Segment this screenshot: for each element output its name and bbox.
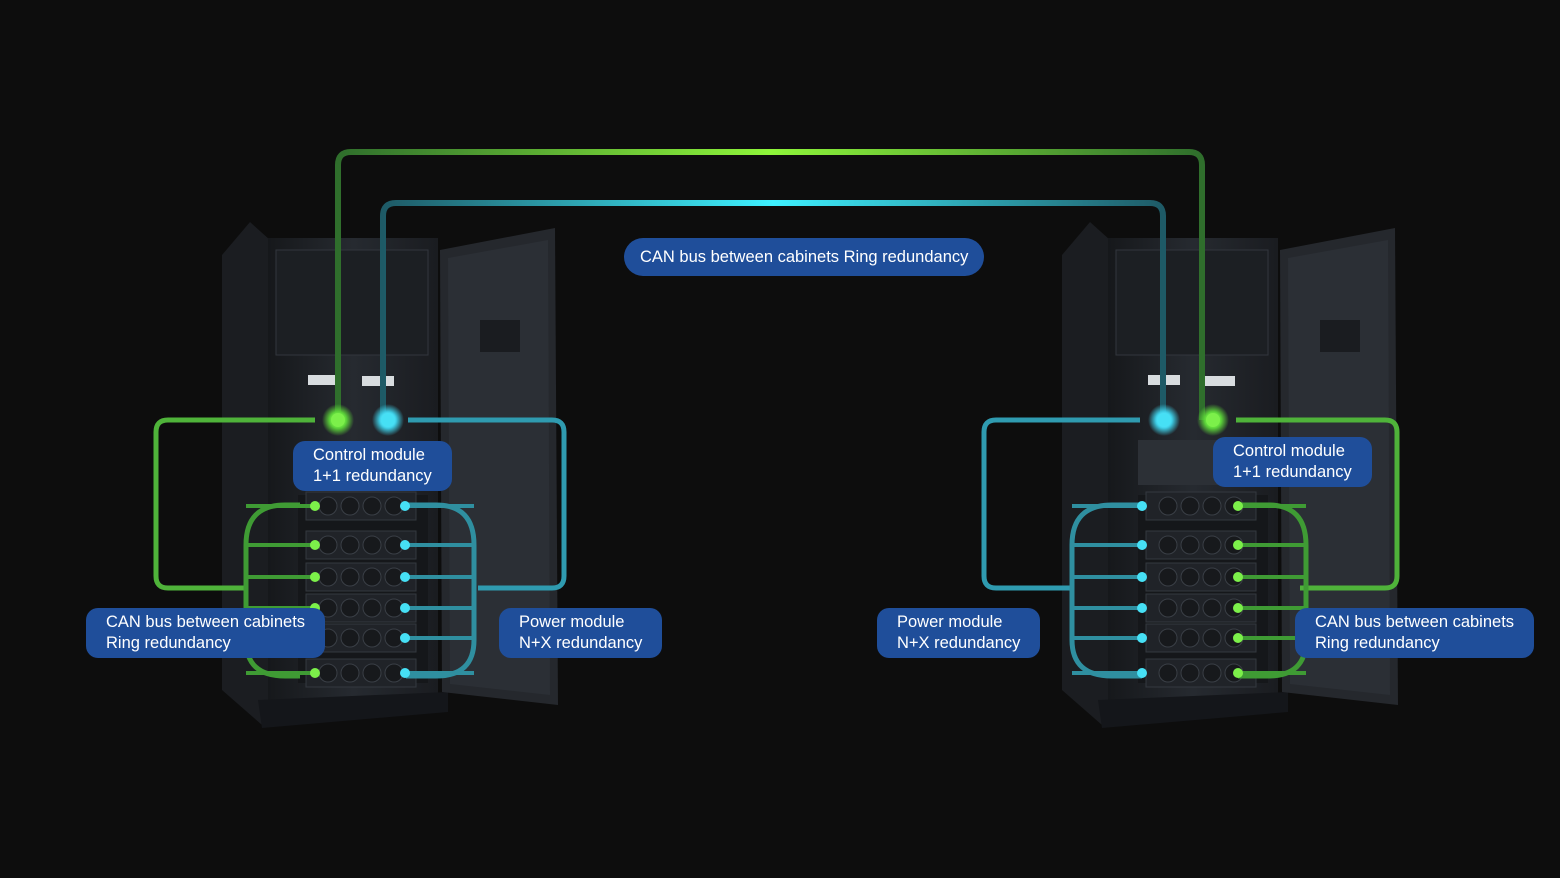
fan-icon <box>1158 663 1178 683</box>
label-left-power-line1: Power module <box>519 613 625 631</box>
fan-icon <box>1202 496 1222 516</box>
top-green-bus-line <box>335 149 1205 420</box>
label-right-control-line2: 1+1 redundancy <box>1233 463 1352 481</box>
left-cyan-module-led <box>400 603 410 613</box>
left-cyan-module-led <box>400 668 410 678</box>
label-right-power-module: Power module N+X redundancy <box>877 608 1041 658</box>
left-cyan-module-led <box>400 540 410 550</box>
right-green-module-led <box>1233 668 1243 678</box>
left-cyan-module-led <box>400 501 410 511</box>
fan-icon <box>1158 535 1178 555</box>
fan-icon <box>1202 663 1222 683</box>
label-top-can-bus: CAN bus between cabinets Ring redundancy <box>624 238 985 276</box>
fan-icon <box>340 628 360 648</box>
label-right-can-bus: CAN bus between cabinets Ring redundancy <box>1295 608 1535 658</box>
label-left-can-line2: Ring redundancy <box>106 634 231 652</box>
right-green-module-led <box>1233 633 1243 643</box>
right-cyan-module-led <box>1137 540 1147 550</box>
right-cyan-module-led <box>1137 572 1147 582</box>
fan-icon <box>362 567 382 587</box>
fan-icon <box>1202 598 1222 618</box>
label-right-control-line1: Control module <box>1233 442 1345 460</box>
left-cyan-power-loop <box>408 417 567 591</box>
fan-icon <box>1180 628 1200 648</box>
label-left-control-line1: Control module <box>313 446 425 464</box>
right-green-module-led <box>1233 540 1243 550</box>
fan-icon <box>1180 496 1200 516</box>
fan-icon <box>362 663 382 683</box>
left-cyan-module-led <box>400 572 410 582</box>
label-left-power-line2: N+X redundancy <box>519 634 643 652</box>
left-green-module-led <box>310 572 320 582</box>
left-cyan-module-led <box>400 633 410 643</box>
left-green-module-led <box>310 501 320 511</box>
fan-icon <box>1158 567 1178 587</box>
fan-icon <box>318 496 338 516</box>
fan-icon <box>340 598 360 618</box>
label-right-control-module: Control module 1+1 redundancy <box>1213 437 1372 487</box>
label-right-can-line2: Ring redundancy <box>1315 634 1440 652</box>
right-green-module-led <box>1233 501 1243 511</box>
right-cyan-power-loop <box>981 417 1140 591</box>
label-left-control-line2: 1+1 redundancy <box>313 467 432 485</box>
fan-icon <box>340 663 360 683</box>
right-cyan-module-led <box>1137 501 1147 511</box>
fan-icon <box>340 535 360 555</box>
fan-icon <box>1180 535 1200 555</box>
label-left-control-module: Control module 1+1 redundancy <box>293 441 452 491</box>
right-green-module-led <box>1233 603 1243 613</box>
label-left-can-line1: CAN bus between cabinets <box>106 613 306 631</box>
right-green-module-led <box>1233 572 1243 582</box>
right-cyan-module-led <box>1137 603 1147 613</box>
fan-icon <box>362 598 382 618</box>
right-cyan-module-led <box>1137 633 1147 643</box>
fan-icon <box>1202 535 1222 555</box>
fan-icon <box>340 567 360 587</box>
fan-icon <box>1180 598 1200 618</box>
fan-icon <box>340 496 360 516</box>
fan-icon <box>1180 567 1200 587</box>
label-left-can-bus: CAN bus between cabinets Ring redundancy <box>86 608 326 658</box>
fan-icon <box>1158 628 1178 648</box>
right-green-can-loop <box>1236 417 1400 591</box>
fan-icon <box>1180 663 1200 683</box>
label-left-power-module: Power module N+X redundancy <box>499 608 663 658</box>
fan-icon <box>318 663 338 683</box>
label-right-power-line2: N+X redundancy <box>897 634 1021 652</box>
fan-icon <box>318 567 338 587</box>
label-right-power-line1: Power module <box>897 613 1003 631</box>
fan-icon <box>362 628 382 648</box>
fan-icon <box>362 496 382 516</box>
label-right-can-line1: CAN bus between cabinets <box>1315 613 1515 631</box>
fan-icon <box>1202 628 1222 648</box>
fan-icon <box>318 535 338 555</box>
top-cyan-bus-line <box>380 200 1166 420</box>
fan-icon <box>1158 496 1178 516</box>
left-green-module-led <box>310 540 320 550</box>
left-green-can-loop <box>153 417 315 591</box>
right-cyan-module-led <box>1137 668 1147 678</box>
label-top-can-bus-text: CAN bus between cabinets Ring redundancy <box>640 248 969 266</box>
fan-icon <box>1202 567 1222 587</box>
right-module-bus-bars <box>1072 501 1306 678</box>
left-green-module-led <box>310 668 320 678</box>
fan-icon <box>1158 598 1178 618</box>
fan-icon <box>362 535 382 555</box>
